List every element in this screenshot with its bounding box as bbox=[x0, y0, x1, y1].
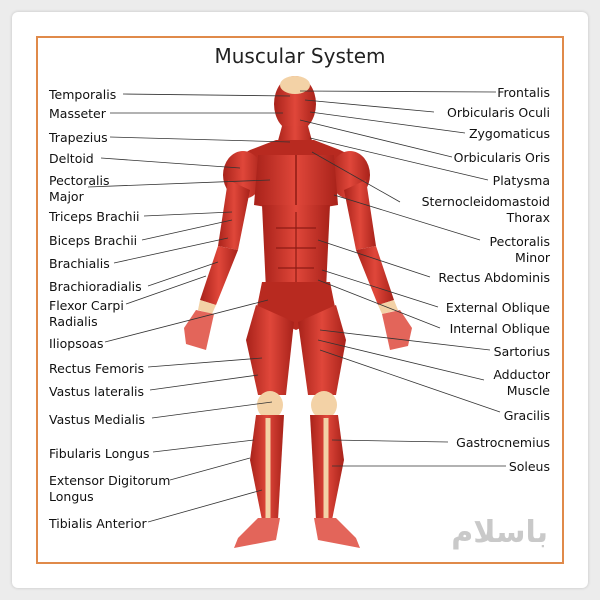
upper-arm-left bbox=[218, 180, 250, 250]
label-tibialis-anterior: Tibialis Anterior bbox=[49, 516, 147, 531]
label-external-oblique: External Oblique bbox=[445, 300, 550, 315]
label-biceps-brachii: Biceps Brachii bbox=[49, 233, 138, 248]
label-sartorius: Sartorius bbox=[493, 344, 550, 359]
foot-left bbox=[234, 518, 280, 548]
knee-left bbox=[257, 391, 283, 419]
thigh-right bbox=[298, 305, 346, 395]
label-soleus: Soleus bbox=[508, 459, 550, 474]
wrist-left bbox=[198, 300, 216, 314]
label-gastrocnemius: Gastrocnemius bbox=[456, 435, 550, 450]
label-orbicularis-oculi: Orbicularis Oculi bbox=[447, 105, 550, 120]
watermark-logo: باسلام bbox=[451, 515, 548, 550]
upper-arm-right bbox=[344, 180, 376, 250]
label-temporalis: Temporalis bbox=[49, 87, 117, 102]
label-frontalis: Frontalis bbox=[497, 85, 550, 100]
diagram-title: Muscular System bbox=[214, 44, 386, 68]
label-platysma: Platysma bbox=[492, 173, 550, 188]
label-gracilis: Gracilis bbox=[503, 408, 550, 423]
hand-left bbox=[184, 310, 214, 350]
label-orbicularis-oris: Orbicularis Oris bbox=[453, 150, 550, 165]
leader-lines bbox=[87, 90, 506, 523]
thigh-left bbox=[246, 305, 294, 395]
label-iliopsoas: Iliopsoas bbox=[49, 336, 104, 351]
label-triceps-brachii: Triceps Brachii bbox=[49, 209, 140, 224]
label-internal-oblique: Internal Oblique bbox=[449, 321, 550, 336]
hand-right bbox=[382, 310, 412, 350]
label-brachialis: Brachialis bbox=[49, 256, 110, 271]
label-trapezius: Trapezius bbox=[49, 130, 108, 145]
label-brachioradialis: Brachioradialis bbox=[49, 279, 142, 294]
knee-right bbox=[311, 391, 337, 419]
body-figure bbox=[184, 76, 412, 548]
foot-right bbox=[314, 518, 360, 548]
label-zygomaticus: Zygomaticus bbox=[468, 126, 550, 141]
label-rectus-abdominis: Rectus Abdominis bbox=[438, 270, 550, 285]
label-fibularis-longus: Fibularis Longus bbox=[49, 446, 150, 461]
label-vastus-lateralis: Vastus lateralis bbox=[49, 384, 145, 399]
label-vastus-medialis: Vastus Medialis bbox=[49, 412, 146, 427]
forearm-left bbox=[200, 246, 238, 305]
label-rectus-femoris: Rectus Femoris bbox=[49, 361, 145, 376]
label-deltoid: Deltoid bbox=[49, 151, 94, 166]
label-masseter: Masseter bbox=[49, 106, 106, 121]
skull-top bbox=[280, 76, 310, 94]
wrist-right bbox=[378, 300, 398, 314]
